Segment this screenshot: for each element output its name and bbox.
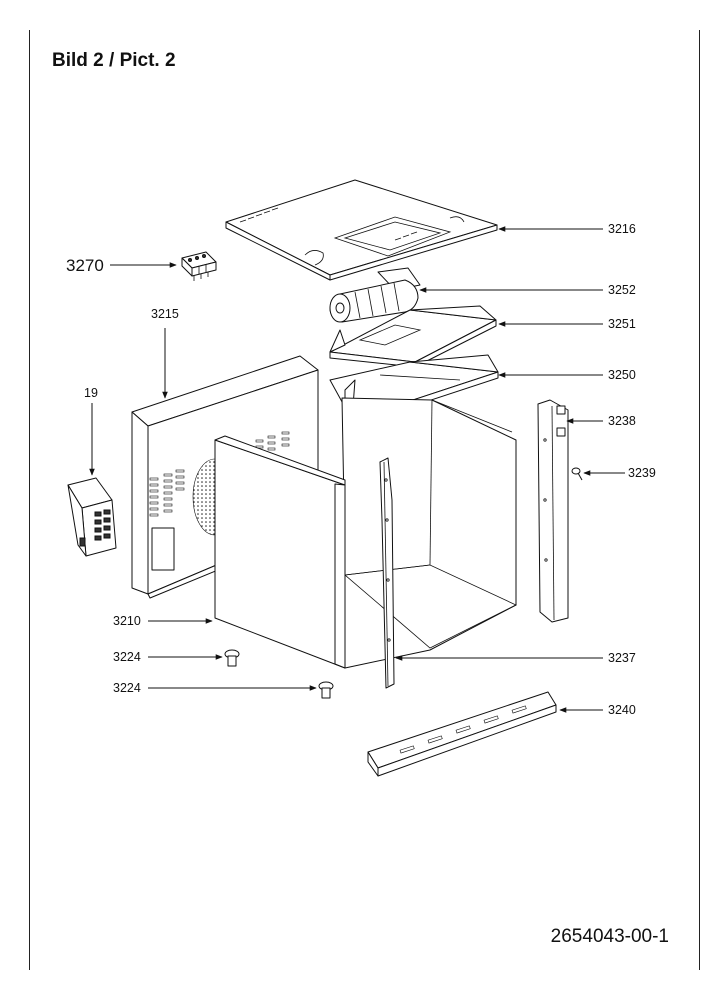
- label-3238: 3238: [608, 414, 636, 428]
- front-rail-left: [379, 457, 395, 689]
- side-panel: [214, 435, 346, 669]
- label-3250: 3250: [608, 368, 636, 382]
- right-border-line: [699, 30, 700, 970]
- label-19: 19: [84, 386, 98, 400]
- document-number: 2654043-00-1: [550, 926, 669, 947]
- label-3251: 3251: [608, 317, 636, 331]
- left-border-line: [29, 30, 30, 970]
- control-housing: [67, 477, 117, 557]
- label-3252: 3252: [608, 283, 636, 297]
- label-3237: 3237: [608, 651, 636, 665]
- upper-air-duct-plate: [329, 305, 497, 368]
- label-3224-lower: 3224: [113, 681, 141, 695]
- part-labels: 3216 3270 3252 3215 3251 19 3250 3238 32…: [66, 222, 656, 717]
- bottom-rail: [367, 691, 557, 777]
- front-rail-right: [537, 399, 569, 623]
- label-3240: 3240: [608, 703, 636, 717]
- inner-cavity-box: [341, 397, 517, 669]
- label-3224-upper: 3224: [113, 650, 141, 664]
- terminal-block: [181, 251, 217, 281]
- foot-upper: [224, 649, 240, 667]
- figure-title: Bild 2 / Pict. 2: [52, 50, 176, 71]
- leader-lines: [89, 226, 625, 713]
- label-3216: 3216: [608, 222, 636, 236]
- screw: [571, 467, 583, 481]
- tangential-fan: [329, 267, 421, 323]
- label-3210: 3210: [113, 614, 141, 628]
- foot-lower: [318, 681, 334, 699]
- label-3239: 3239: [628, 466, 656, 480]
- label-3270: 3270: [66, 256, 104, 275]
- label-3215: 3215: [151, 307, 179, 321]
- top-cover-plate: [225, 179, 498, 281]
